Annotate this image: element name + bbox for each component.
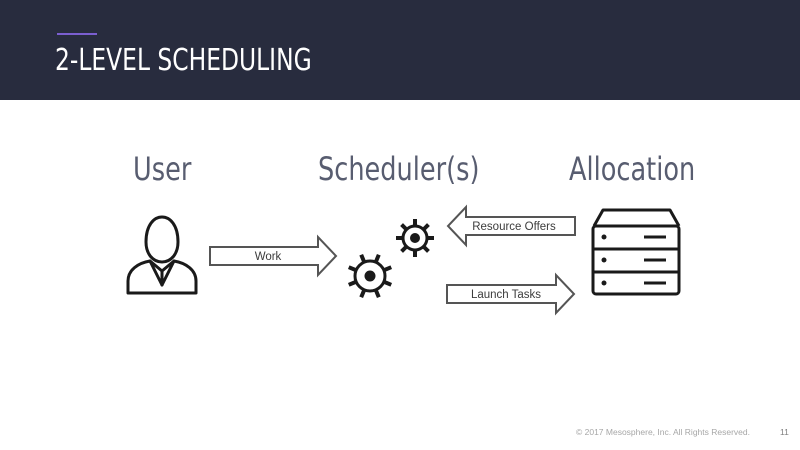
slide-title: 2-LEVEL SCHEDULING bbox=[55, 43, 312, 78]
user-label: User bbox=[133, 150, 192, 188]
gear-tooth bbox=[347, 265, 357, 273]
work-arrow-label: Work bbox=[255, 251, 282, 263]
gear-tooth bbox=[359, 253, 367, 263]
gear-small-icon bbox=[396, 219, 434, 257]
scheduler-label: Scheduler(s) bbox=[318, 150, 480, 188]
page-number: 11 bbox=[780, 427, 789, 437]
work-arrow: Work bbox=[209, 234, 338, 278]
gear-tooth bbox=[347, 279, 357, 287]
user-icon bbox=[126, 215, 198, 295]
gear-tooth bbox=[383, 279, 393, 287]
gear-tooth bbox=[373, 289, 381, 299]
gears-icon bbox=[347, 219, 434, 299]
resource-offers-arrow: Resource Offers bbox=[446, 204, 576, 248]
copyright-text: © 2017 Mesosphere, Inc. All Rights Reser… bbox=[576, 427, 750, 437]
gear-tooth bbox=[373, 253, 381, 263]
launch-tasks-arrow: Launch Tasks bbox=[446, 272, 576, 316]
title-accent-line bbox=[57, 33, 97, 35]
gear-tooth bbox=[400, 223, 408, 231]
gear-large-icon bbox=[347, 253, 393, 299]
resource-offers-label: Resource Offers bbox=[472, 221, 556, 233]
server-icon bbox=[591, 208, 681, 296]
gear-tooth bbox=[422, 223, 430, 231]
gear-tooth bbox=[400, 245, 408, 253]
launch-tasks-label: Launch Tasks bbox=[471, 289, 541, 301]
gear-tooth bbox=[383, 265, 393, 273]
gear-tooth bbox=[422, 245, 430, 253]
gear-tooth bbox=[359, 289, 367, 299]
allocation-label: Allocation bbox=[569, 150, 696, 188]
slide-header: 2-LEVEL SCHEDULING bbox=[0, 0, 800, 100]
